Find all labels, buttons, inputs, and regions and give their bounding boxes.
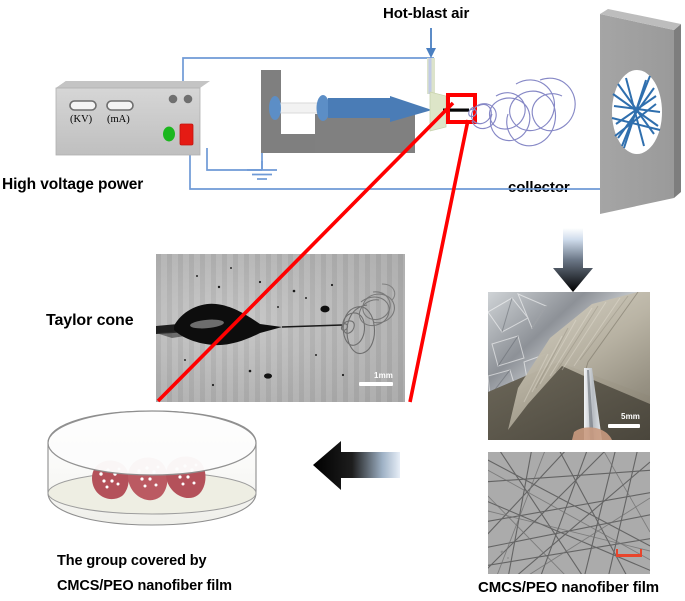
syringe-barrel — [328, 98, 390, 118]
arrow-down-to-photo — [553, 228, 593, 292]
ma-label: (mA) — [107, 114, 130, 125]
power-led-icon — [163, 126, 175, 142]
straight-jet — [281, 324, 343, 328]
peeled-film — [508, 292, 650, 430]
debris-blob-1 — [320, 305, 330, 313]
finger — [572, 427, 612, 440]
arrow-left-to-dish — [313, 441, 400, 490]
scale-bar-foil-label: 5mm — [621, 412, 640, 421]
collector-plate — [600, 9, 681, 214]
pump-body — [315, 114, 415, 153]
label-hot-blast-air: Hot-blast air — [383, 5, 470, 22]
ma-display — [106, 100, 134, 111]
debris-blob-2 — [264, 373, 272, 379]
label-sem-caption: CMCS/PEO nanofiber film — [478, 579, 660, 596]
knob-right-icon — [183, 94, 193, 104]
sem-fiber-strands — [488, 452, 650, 574]
needle — [443, 108, 469, 112]
kv-display — [69, 100, 97, 111]
collected-fibers — [611, 75, 661, 149]
knob-left-icon — [168, 94, 178, 104]
stop-button — [180, 124, 193, 145]
scale-bar-foil — [608, 424, 640, 428]
power-supply-top — [56, 81, 210, 88]
label-petri-caption-line2: CMCS/PEO nanofiber film — [57, 578, 232, 594]
label-petri-caption-line1: The group covered by — [57, 553, 207, 569]
whipping-jet-spiral — [468, 77, 576, 147]
kv-label: (KV) — [70, 114, 93, 125]
label-high-voltage-power: High voltage power — [2, 176, 144, 193]
scale-bar-taylor-label: 1mm — [374, 371, 393, 380]
scale-bar-taylor — [359, 382, 393, 386]
sem-scale-bar — [616, 549, 642, 557]
petri-dish-illustration — [47, 410, 257, 526]
plunger-disc-front — [316, 95, 330, 121]
collector-edge — [674, 24, 681, 198]
plunger-disc-rear — [269, 96, 281, 120]
label-taylor-cone: Taylor cone — [46, 312, 134, 329]
collector-top — [600, 9, 681, 30]
ground-symbol-icon — [247, 161, 277, 180]
dish-rim — [47, 410, 257, 476]
syringe-taper — [390, 96, 432, 122]
zoom-pointer-lines — [156, 101, 470, 403]
hot-blast-air-arrow-icon — [426, 28, 436, 58]
sem-nanofiber-image — [488, 452, 650, 574]
high-voltage-power-supply — [55, 81, 210, 156]
taylor-cone-drawing — [156, 267, 396, 387]
label-collector: collector — [508, 179, 570, 196]
taylor-cone-shape — [174, 303, 282, 346]
syringe-pump — [261, 70, 469, 153]
nanofiber-film-photo: 5mm — [488, 292, 650, 440]
